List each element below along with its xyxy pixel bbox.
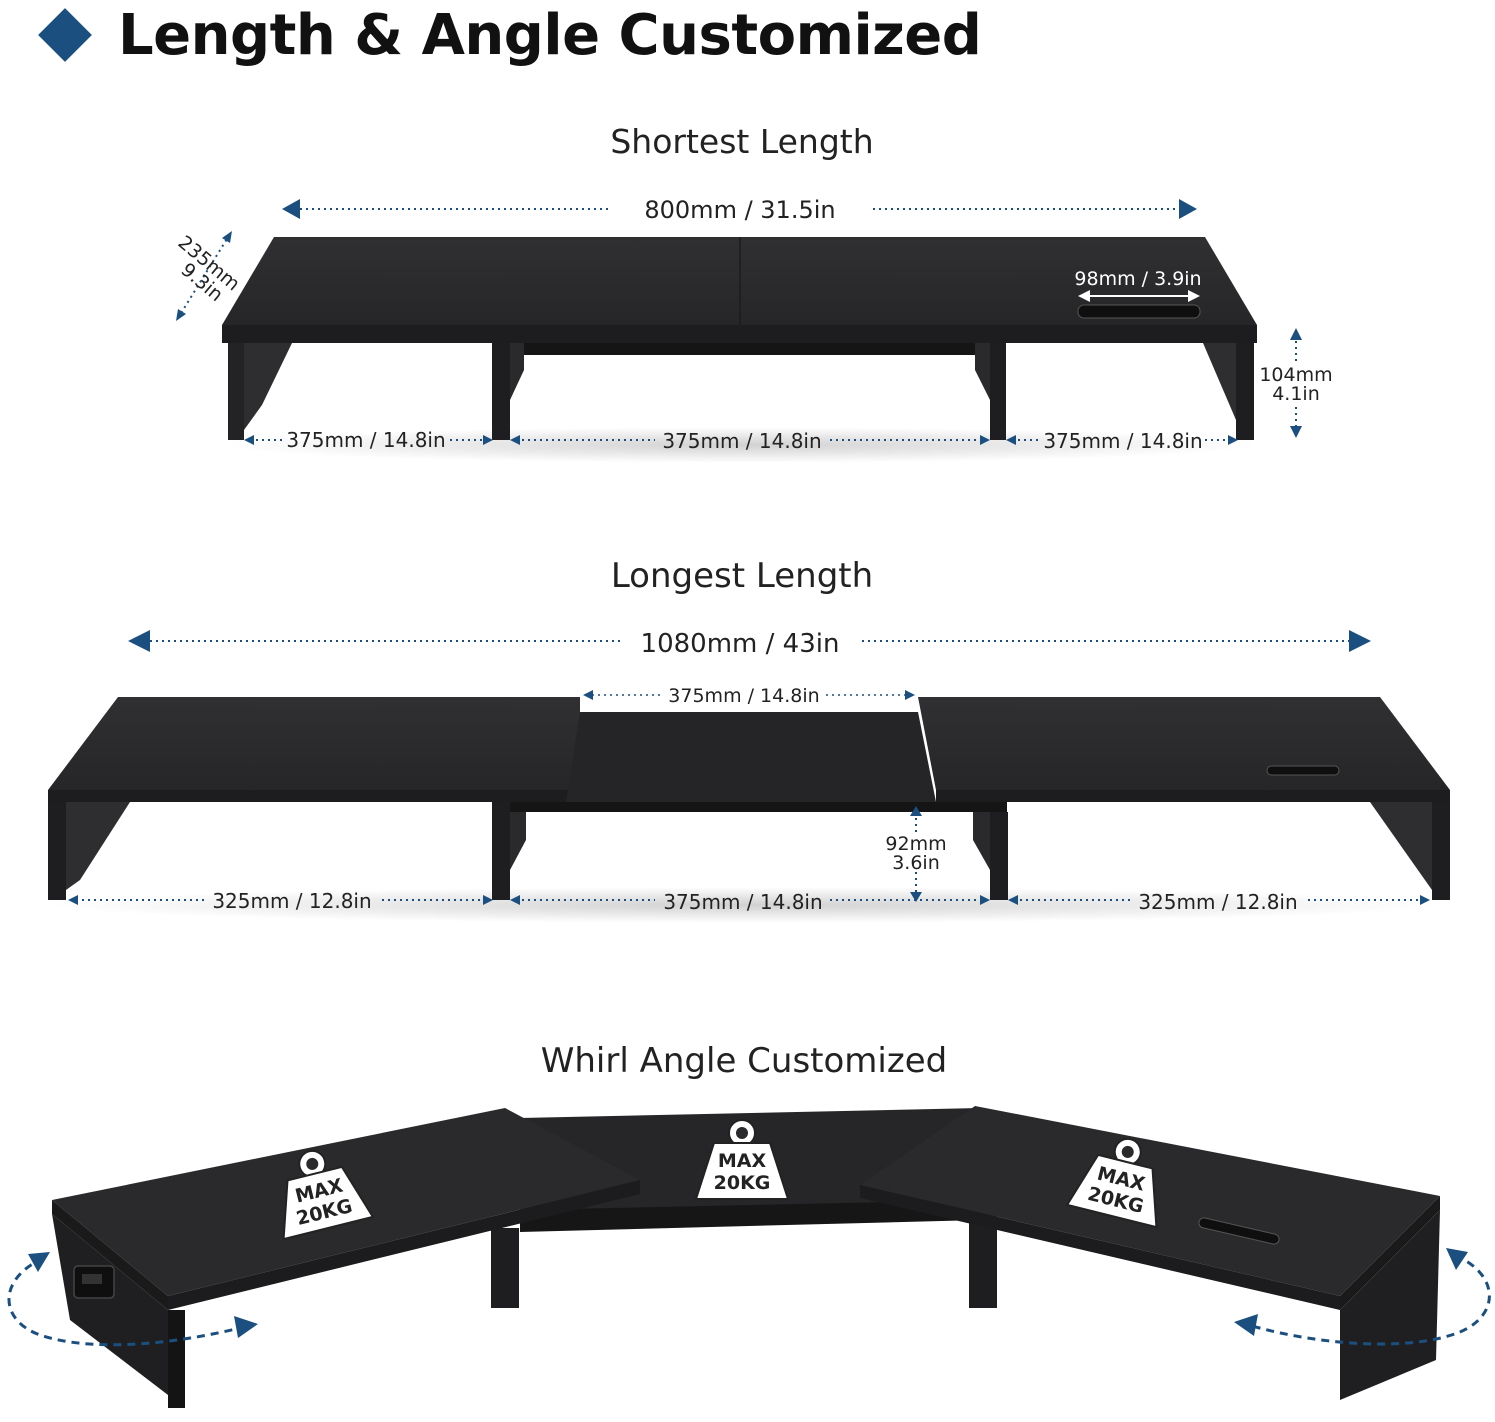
whirl-stand — [52, 1106, 1440, 1408]
shortest-section: Shortest Length 800mm / 31.5in — [174, 122, 1333, 463]
max-load-badge-left: MAX 20KG — [282, 1149, 375, 1241]
arrow-right-icon — [1349, 630, 1371, 652]
slot-label: 98mm / 3.9in — [1074, 268, 1201, 290]
shortest-total-label: 800mm / 31.5in — [644, 196, 835, 224]
shortest-stand — [222, 237, 1257, 440]
longest-right-label: 325mm / 12.8in — [1138, 890, 1297, 914]
shortest-total-dimension: 800mm / 31.5in — [282, 196, 1197, 224]
longest-center-label: 375mm / 14.8in — [663, 890, 822, 914]
longest-height-mm: 92mm — [885, 833, 946, 855]
arrow-right-icon — [1179, 199, 1197, 219]
shortest-height-in: 4.1in — [1272, 383, 1320, 405]
longest-height-in: 3.6in — [892, 852, 940, 874]
badge-center-line2: 20KG — [714, 1172, 771, 1194]
shortest-bottom-dimensions: 375mm / 14.8in 375mm / 14.8in 375mm / 14… — [244, 428, 1238, 453]
shortest-height-mm: 104mm — [1259, 364, 1332, 386]
shortest-height-dimension: 104mm 4.1in — [1259, 328, 1333, 438]
arrow-left-icon — [128, 630, 150, 652]
badge-center-line1: MAX — [718, 1150, 767, 1172]
longest-total-label: 1080mm / 43in — [641, 629, 840, 659]
shortest-title: Shortest Length — [610, 122, 873, 161]
rotate-left-icon — [7, 1252, 258, 1347]
longest-stand — [48, 697, 1450, 900]
arrow-left-icon — [282, 199, 300, 219]
shortest-left-label: 375mm / 14.8in — [286, 428, 445, 452]
phone-slot — [1198, 1217, 1280, 1245]
rotate-right-icon — [1234, 1248, 1491, 1346]
longest-bottom-dimensions: 325mm / 12.8in 375mm / 14.8in 325mm / 12… — [68, 889, 1430, 914]
whirl-section: Whirl Angle Customized — [7, 1041, 1491, 1408]
header: Length & Angle Customized — [38, 0, 982, 70]
phone-slot — [1077, 304, 1201, 319]
longest-total-dimension: 1080mm / 43in — [128, 629, 1371, 659]
phone-slot — [1266, 765, 1340, 776]
shortest-right-label: 375mm / 14.8in — [1043, 429, 1202, 453]
longest-middle-top-dimension: 375mm / 14.8in — [583, 685, 915, 707]
whirl-title: Whirl Angle Customized — [541, 1041, 947, 1081]
max-load-badge-center: MAX 20KG — [694, 1119, 790, 1200]
longest-left-label: 325mm / 12.8in — [212, 889, 371, 913]
longest-section: Longest Length 1080mm / 43in 375mm / 14.… — [45, 556, 1450, 923]
page-title: Length & Angle Customized — [118, 2, 982, 68]
slot-dimension: 98mm / 3.9in — [1074, 268, 1202, 302]
longest-title: Longest Length — [611, 556, 873, 596]
longest-height-dimension: 92mm 3.6in — [884, 806, 948, 902]
max-load-badge-right: MAX 20KG — [1065, 1137, 1158, 1229]
longest-middle-top-label: 375mm / 14.8in — [668, 685, 819, 707]
shortest-center-label: 375mm / 14.8in — [662, 429, 821, 453]
